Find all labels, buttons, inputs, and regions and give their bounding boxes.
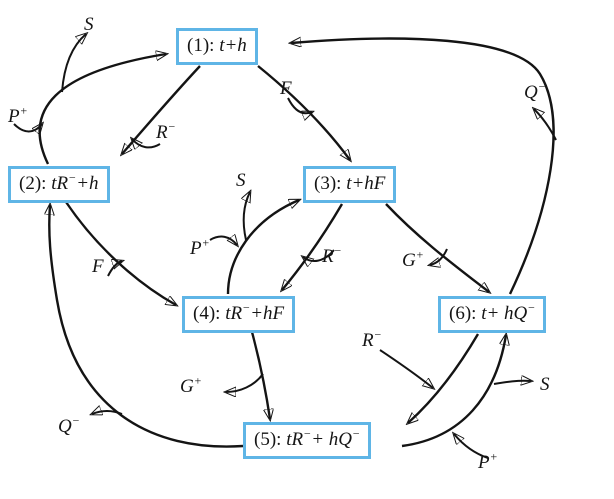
edge-label-S-bottom-right: S <box>540 374 550 395</box>
branch-R-in-1-2 <box>132 139 161 147</box>
edge-label-G-3-6: G+ <box>402 247 424 271</box>
arrow-3-to-6 <box>385 203 489 292</box>
state-3-formula: t+hF <box>346 173 386 194</box>
state-box-6: (6): t+ hQ− <box>438 296 547 333</box>
branch-F-in-2-4 <box>107 261 122 277</box>
edge-label-P-bottom-right: P+ <box>478 449 498 473</box>
branch-P-in-5-6 <box>454 434 489 459</box>
branch-P-in-top-left <box>13 124 42 132</box>
branch-Q-out-5-2 <box>92 411 123 414</box>
state-box-2: (2): tR−+h <box>8 166 110 203</box>
arrow-3-to-4 <box>282 203 344 290</box>
state-5-number: (5): <box>254 429 287 450</box>
state-box-3: (3): t+hF <box>303 166 397 203</box>
edge-label-R-3-4: R− <box>322 243 342 267</box>
state-4-number: (4): <box>193 303 226 324</box>
edge-label-P-mid: P+ <box>190 235 210 259</box>
edge-label-R-1-2: R− <box>156 119 176 143</box>
state-box-1: (1): t+h <box>176 28 258 65</box>
edge-label-F-1-3: F <box>280 78 292 99</box>
edge-label-S-mid: S <box>236 170 246 191</box>
arrow-2-to-1 <box>38 54 166 165</box>
edge-label-S-top: S <box>84 14 94 35</box>
state-box-5: (5): tR−+ hQ− <box>243 422 372 459</box>
branch-R-in-6-5 <box>379 349 433 388</box>
branch-G-out-3-6 <box>430 248 448 265</box>
arrow-4-to-5 <box>250 331 270 419</box>
branch-R-in-3-4 <box>303 249 335 261</box>
branch-G-out-4-5 <box>226 373 264 392</box>
edge-label-R-6-5: R− <box>362 327 382 351</box>
branch-S-out-5-6 <box>493 381 531 384</box>
state-3-number: (3): <box>314 173 347 194</box>
branch-F-in-1-3 <box>287 97 312 113</box>
edge-label-G-4-5: G+ <box>180 373 202 397</box>
state-2-number: (2): <box>19 173 52 194</box>
arrow-5-to-6 <box>401 335 506 448</box>
edge-label-P-top-left: P+ <box>8 103 28 127</box>
arrow-2-to-4 <box>65 201 176 305</box>
state-1-formula: t+h <box>219 35 247 56</box>
state-6-number: (6): <box>449 303 482 324</box>
arrow-4-to-3 <box>226 200 299 295</box>
state-box-4: (4): tR−+hF <box>182 296 296 333</box>
branch-S-out-mid <box>244 192 250 241</box>
edge-label-Q-bottom-left: Q− <box>58 413 80 437</box>
arrow-5-to-2 <box>49 205 244 448</box>
branch-S-out-top <box>61 34 86 93</box>
state-1-number: (1): <box>187 35 220 56</box>
arrow-6-to-5 <box>408 333 480 423</box>
arrow-6-to-1 <box>291 39 555 295</box>
edge-label-Q-top-right: Q− <box>524 79 546 103</box>
branch-Q-out-6-1 <box>534 109 557 141</box>
branch-P-in-mid <box>209 237 237 245</box>
edge-label-F-2-4: F <box>92 256 104 277</box>
